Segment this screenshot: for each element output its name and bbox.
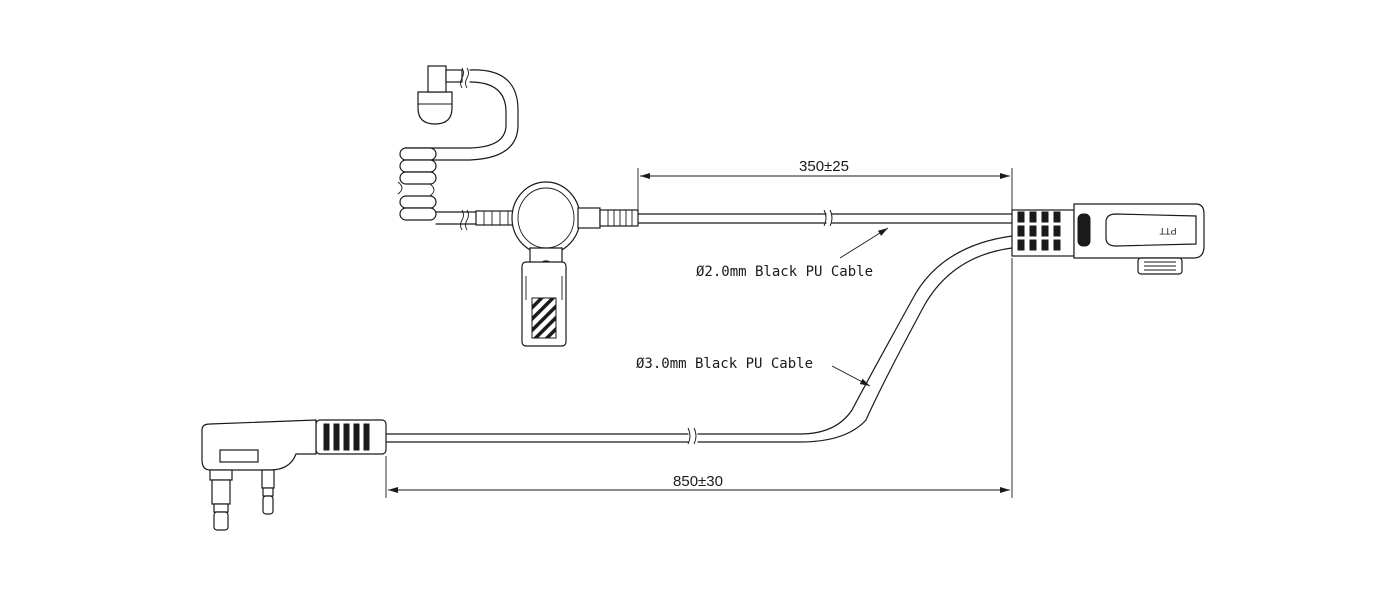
upper-cable-callout: Ø2.0mm Black PU Cable — [696, 264, 873, 280]
callout-upper-cable: Ø2.0mm Black PU Cable — [696, 227, 889, 280]
lower-cable-callout: Ø3.0mm Black PU Cable — [636, 356, 813, 372]
ptt-label: PTT — [1159, 226, 1177, 236]
callout-lower-cable: Ø3.0mm Black PU Cable — [636, 356, 871, 387]
dimension-lower: 850±30 — [385, 258, 1013, 498]
radio-plug — [201, 419, 387, 531]
tube-connector — [435, 210, 517, 226]
alligator-clip — [521, 247, 567, 347]
dimension-upper: 350±25 — [637, 158, 1013, 210]
microphone-housing — [511, 181, 639, 255]
upper-length-label: 350±25 — [799, 158, 849, 175]
air-tube — [404, 69, 519, 161]
lower-cable — [385, 235, 1013, 445]
lower-length-label: 850±30 — [673, 473, 723, 490]
upper-cable — [637, 209, 1013, 227]
coiled-tube — [397, 147, 469, 231]
ptt-unit: PTT — [1011, 203, 1205, 275]
acoustic-earpiece — [417, 65, 469, 125]
